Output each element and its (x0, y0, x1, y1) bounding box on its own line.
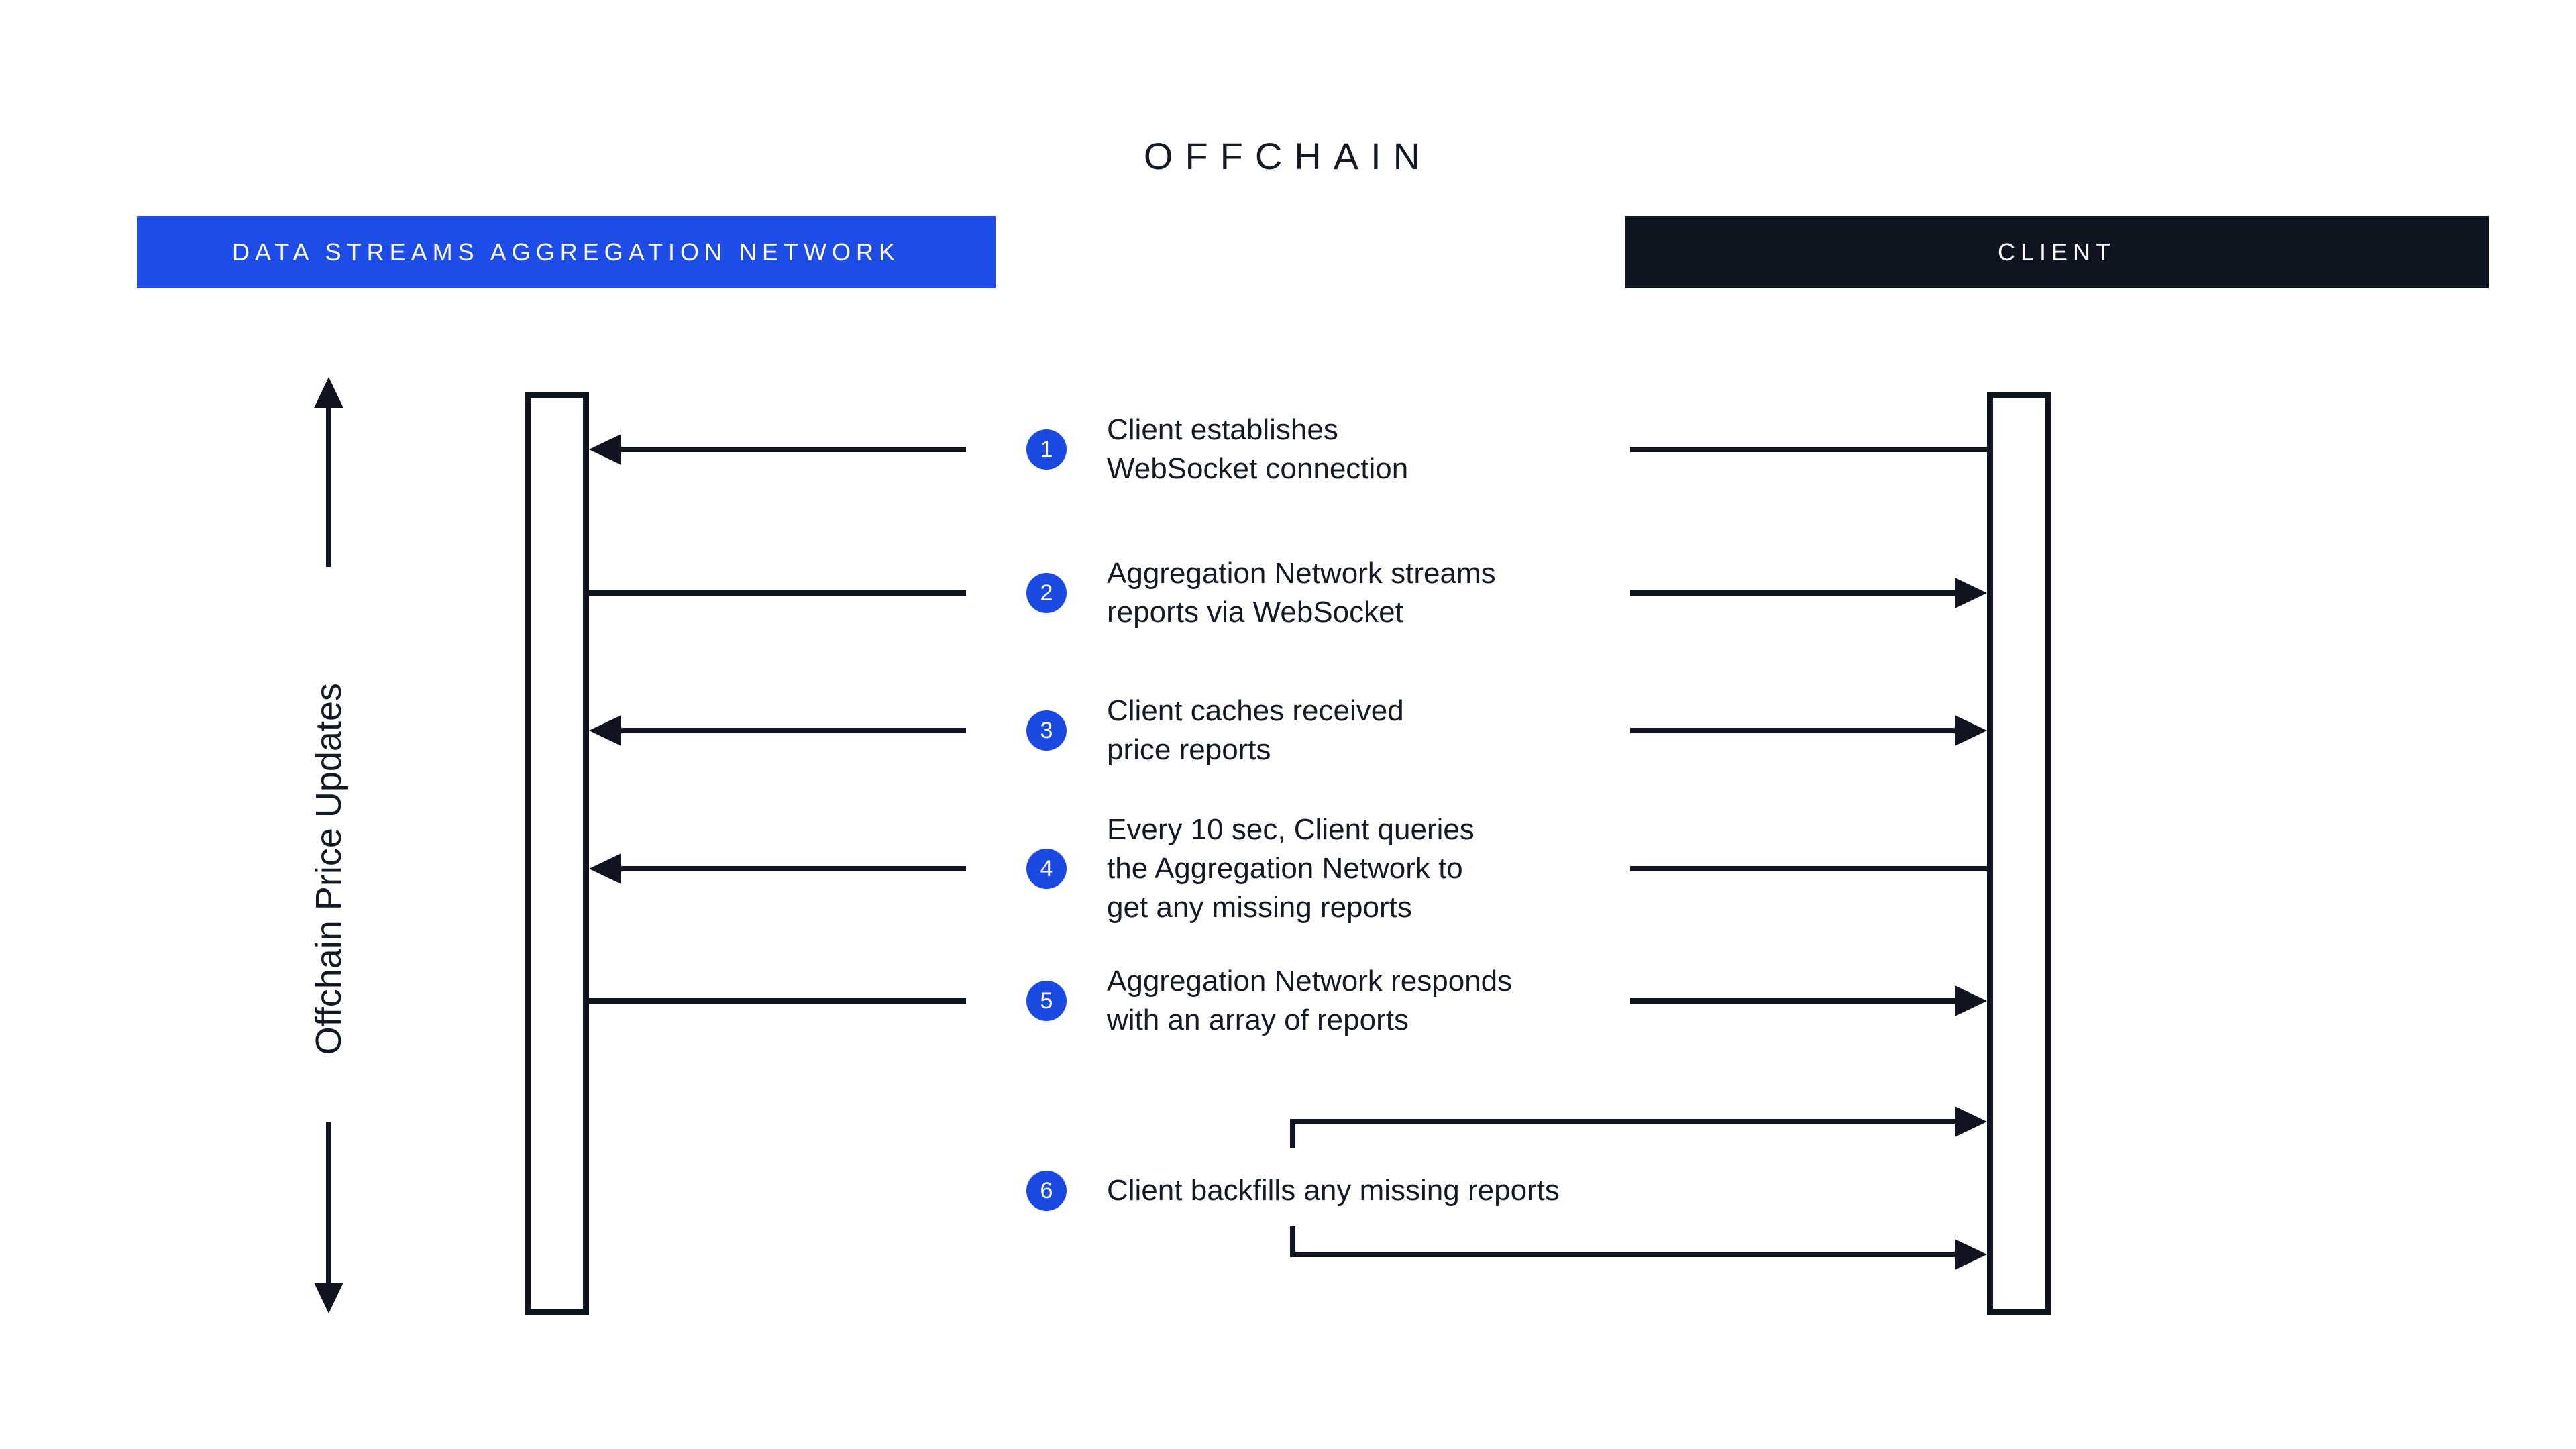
step-text: Client backfills any missing reports (1107, 1174, 1560, 1207)
message-line-right (1630, 447, 1987, 452)
arrowhead-right-icon (1955, 715, 1987, 746)
message-line-bracket-top (1290, 1119, 1959, 1124)
axis-line-bottom (326, 1122, 331, 1285)
step-number-badge: 2 (1026, 573, 1067, 613)
axis-label-wrap: Offchain Price Updates (285, 617, 372, 1120)
step-number-badge: 1 (1026, 429, 1067, 470)
axis-line-top (326, 402, 331, 567)
arrowhead-right-icon (1955, 578, 1987, 608)
step-number: 1 (1040, 436, 1053, 462)
step-number: 4 (1040, 855, 1053, 881)
message-line-left (616, 866, 966, 871)
step-number: 5 (1040, 987, 1053, 1014)
arrowhead-right-icon (1955, 1106, 1987, 1137)
arrowhead-right-icon (1955, 1239, 1987, 1270)
message-line-left (616, 447, 966, 452)
message-line-bracket-bottom (1290, 1252, 1959, 1257)
step-text: Client establishes WebSocket connection (1107, 413, 1409, 485)
arrowhead-right-icon (1955, 985, 1987, 1016)
message-line-right (1630, 998, 1959, 1004)
axis-label: Offchain Price Updates (309, 682, 349, 1055)
message-line-left (589, 998, 966, 1004)
message-line-right (1630, 728, 1959, 733)
step-number-badge: 3 (1026, 710, 1067, 751)
step-text: Client caches received price reports (1107, 694, 1404, 766)
lane-header-client: CLIENT (1625, 216, 2489, 288)
step-text: Aggregation Network streams reports via … (1107, 557, 1496, 629)
lifeline-client (1987, 392, 2051, 1315)
lane-header-aggregation-network: DATA STREAMS AGGREGATION NETWORK (137, 216, 996, 288)
bracket-corner-top (1290, 1119, 1295, 1148)
step-number: 2 (1040, 580, 1053, 606)
message-line-right (1630, 590, 1959, 596)
step-number-badge: 5 (1026, 981, 1067, 1021)
step-text: Aggregation Network responds with an arr… (1107, 965, 1513, 1036)
step-number-badge: 6 (1026, 1171, 1067, 1211)
bracket-corner-bottom (1290, 1226, 1295, 1256)
lane-header-client-label: CLIENT (1997, 238, 2116, 266)
lifeline-aggregation-network (525, 392, 589, 1315)
step-number: 6 (1040, 1177, 1053, 1203)
message-line-right (1630, 866, 1987, 871)
message-line-left (589, 590, 966, 596)
page-title: OFFCHAIN (1143, 135, 1433, 177)
message-line-left (616, 728, 966, 733)
axis-arrow-down-icon (314, 1283, 343, 1313)
step-text: Every 10 sec, Client queries the Aggrega… (1107, 813, 1474, 924)
step-number-badge: 4 (1026, 849, 1067, 889)
lane-header-aggregation-network-label: DATA STREAMS AGGREGATION NETWORK (231, 238, 901, 266)
step-number: 3 (1040, 717, 1053, 743)
